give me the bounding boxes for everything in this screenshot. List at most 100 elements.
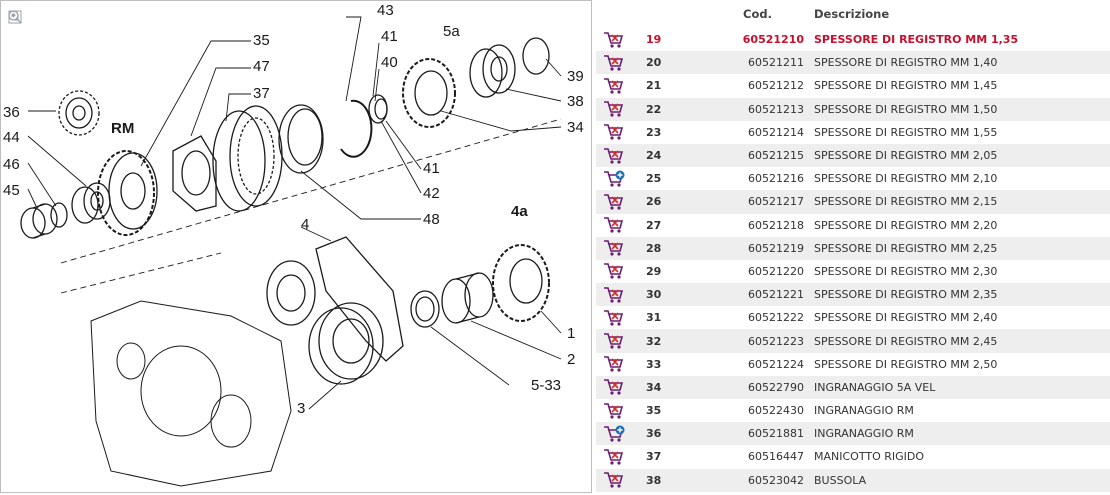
cart-cell [596,353,632,376]
row-position: 24 [646,149,662,163]
cart-cell [596,422,632,445]
part-46-ring[interactable] [50,202,68,228]
label-41b: 41 [423,160,440,177]
label-45: 45 [3,182,20,199]
cart-remove-icon[interactable] [603,239,625,257]
label-4: 4 [301,216,309,233]
cart-remove-icon[interactable] [603,378,625,396]
header-code: Cod. [690,0,812,28]
cart-remove-icon[interactable] [603,286,625,304]
row-position: 20 [646,56,662,70]
row-code: 60521215 [748,149,804,163]
part-48-ring[interactable] [278,104,324,174]
header-description[interactable]: Descrizione [814,7,890,21]
cart-remove-icon[interactable] [603,193,625,211]
part-2-bushing[interactable] [441,272,494,324]
cart-remove-icon[interactable] [603,309,625,327]
row-position: 22 [646,102,662,116]
row-description: SPESSORE DI REGISTRO MM 1,50 [814,102,998,116]
label-2: 2 [567,351,575,368]
part-40-41-42-rings[interactable] [368,94,388,124]
cart-remove-icon[interactable] [603,448,625,466]
cart-remove-icon[interactable] [603,355,625,373]
part-47-hub[interactable] [172,135,217,212]
part-3-bearing[interactable] [266,260,316,326]
cart-remove-icon[interactable] [603,147,625,165]
label-40: 40 [381,54,398,71]
row-description: SPESSORE DI REGISTRO MM 1,45 [814,79,998,93]
cart-cell [596,237,632,260]
cart-cell [596,445,632,468]
row-position: 26 [646,195,662,209]
cart-remove-icon[interactable] [603,262,625,280]
exploded-diagram-panel[interactable]: 43 35 5a 41 47 40 39 37 38 36 RM 34 44 4… [0,0,592,493]
cart-remove-icon[interactable] [603,216,625,234]
zoom-out-icon[interactable] [7,9,23,25]
cart-remove-icon[interactable] [603,31,625,49]
cart-remove-icon[interactable] [603,77,625,95]
row-description: BUSSOLA [814,473,867,487]
row-position: 21 [646,79,662,93]
row-description: SPESSORE DI REGISTRO MM 2,20 [814,218,998,232]
part-35-gear-rm[interactable] [97,150,158,236]
table-row[interactable]: 26 60521217 SPESSORE DI REGISTRO MM 2,15 [596,190,1110,214]
cart-remove-icon[interactable] [603,100,625,118]
part-5-33-shim[interactable] [410,290,440,328]
label-46: 46 [3,156,20,173]
cart-remove-icon[interactable] [603,332,625,350]
row-description: SPESSORE DI REGISTRO MM 2,15 [814,195,998,209]
table-row[interactable]: 38 60523042 BUSSOLA [596,468,1110,492]
cart-add-icon[interactable] [603,170,625,188]
part-45-bearing[interactable] [20,203,58,239]
part-34-gear-5a[interactable] [402,58,456,128]
part-36-gear[interactable] [58,90,100,136]
row-code: 60523042 [748,473,804,487]
row-code: 60521217 [748,195,804,209]
cart-cell [596,144,632,167]
part-37-sleeve[interactable] [212,105,283,212]
cart-remove-icon[interactable] [603,123,625,141]
label-47: 47 [253,58,270,75]
part-3-cup[interactable] [308,302,384,385]
part-4-plate[interactable] [315,236,404,362]
part-43-snapring[interactable] [340,99,373,158]
cart-remove-icon[interactable] [603,54,625,72]
part-1-gear-4a[interactable] [492,244,550,322]
label-37: 37 [253,85,270,102]
label-35: 35 [253,32,270,49]
row-position: 29 [646,264,662,278]
row-description: SPESSORE DI REGISTRO MM 2,10 [814,172,998,186]
part-44-bushing[interactable] [71,182,111,224]
row-position: 38 [646,473,662,487]
row-position: 32 [646,334,662,348]
part-39-ring[interactable] [522,37,550,75]
cart-remove-icon[interactable] [603,402,625,420]
cart-add-icon[interactable] [603,425,625,443]
header-cart [596,0,632,28]
row-code: 60522790 [748,380,804,394]
part-38-bush[interactable] [469,44,516,98]
row-description: SPESSORE DI REGISTRO MM 1,55 [814,125,998,139]
row-code: 60521218 [748,218,804,232]
row-position: 19 [646,33,662,47]
cart-remove-icon[interactable] [603,471,625,489]
cart-cell [596,190,632,213]
